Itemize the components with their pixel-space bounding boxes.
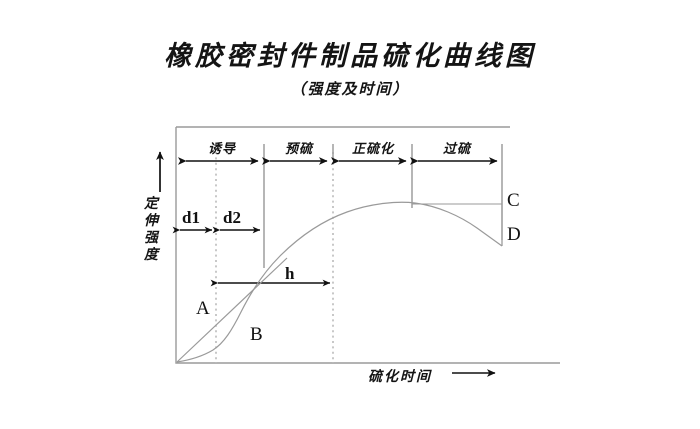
series-line-a: [176, 257, 288, 363]
annotation-d2: d2: [223, 208, 241, 227]
phase-dividers: [263, 144, 503, 268]
y-axis-label: 定伸强度: [144, 196, 158, 263]
phase-label-prevulcanization: 预硫: [284, 142, 313, 157]
phase-label-induction: 诱导: [207, 142, 236, 157]
phase-label-over-vulcanization: 过硫: [442, 142, 471, 157]
annotation-d1: d1: [182, 208, 200, 227]
series-curve-b: [176, 201, 503, 363]
page-subtitle: （强度及时间）: [290, 80, 410, 98]
plot-frame: [175, 126, 560, 364]
annotation-h: h: [285, 264, 295, 283]
phase-label-proper-vulcanization: 正硫化: [351, 142, 394, 157]
point-label-d: D: [507, 224, 521, 245]
dotted-gridlines: [215, 152, 334, 363]
point-cd-connector: [412, 200, 503, 246]
point-label-c: C: [507, 190, 520, 211]
point-label-a: A: [196, 298, 210, 319]
point-label-b: B: [250, 324, 263, 345]
x-axis-label: 硫化时间: [368, 369, 432, 385]
page-title: 橡胶密封件制品硫化曲线图: [164, 41, 536, 72]
